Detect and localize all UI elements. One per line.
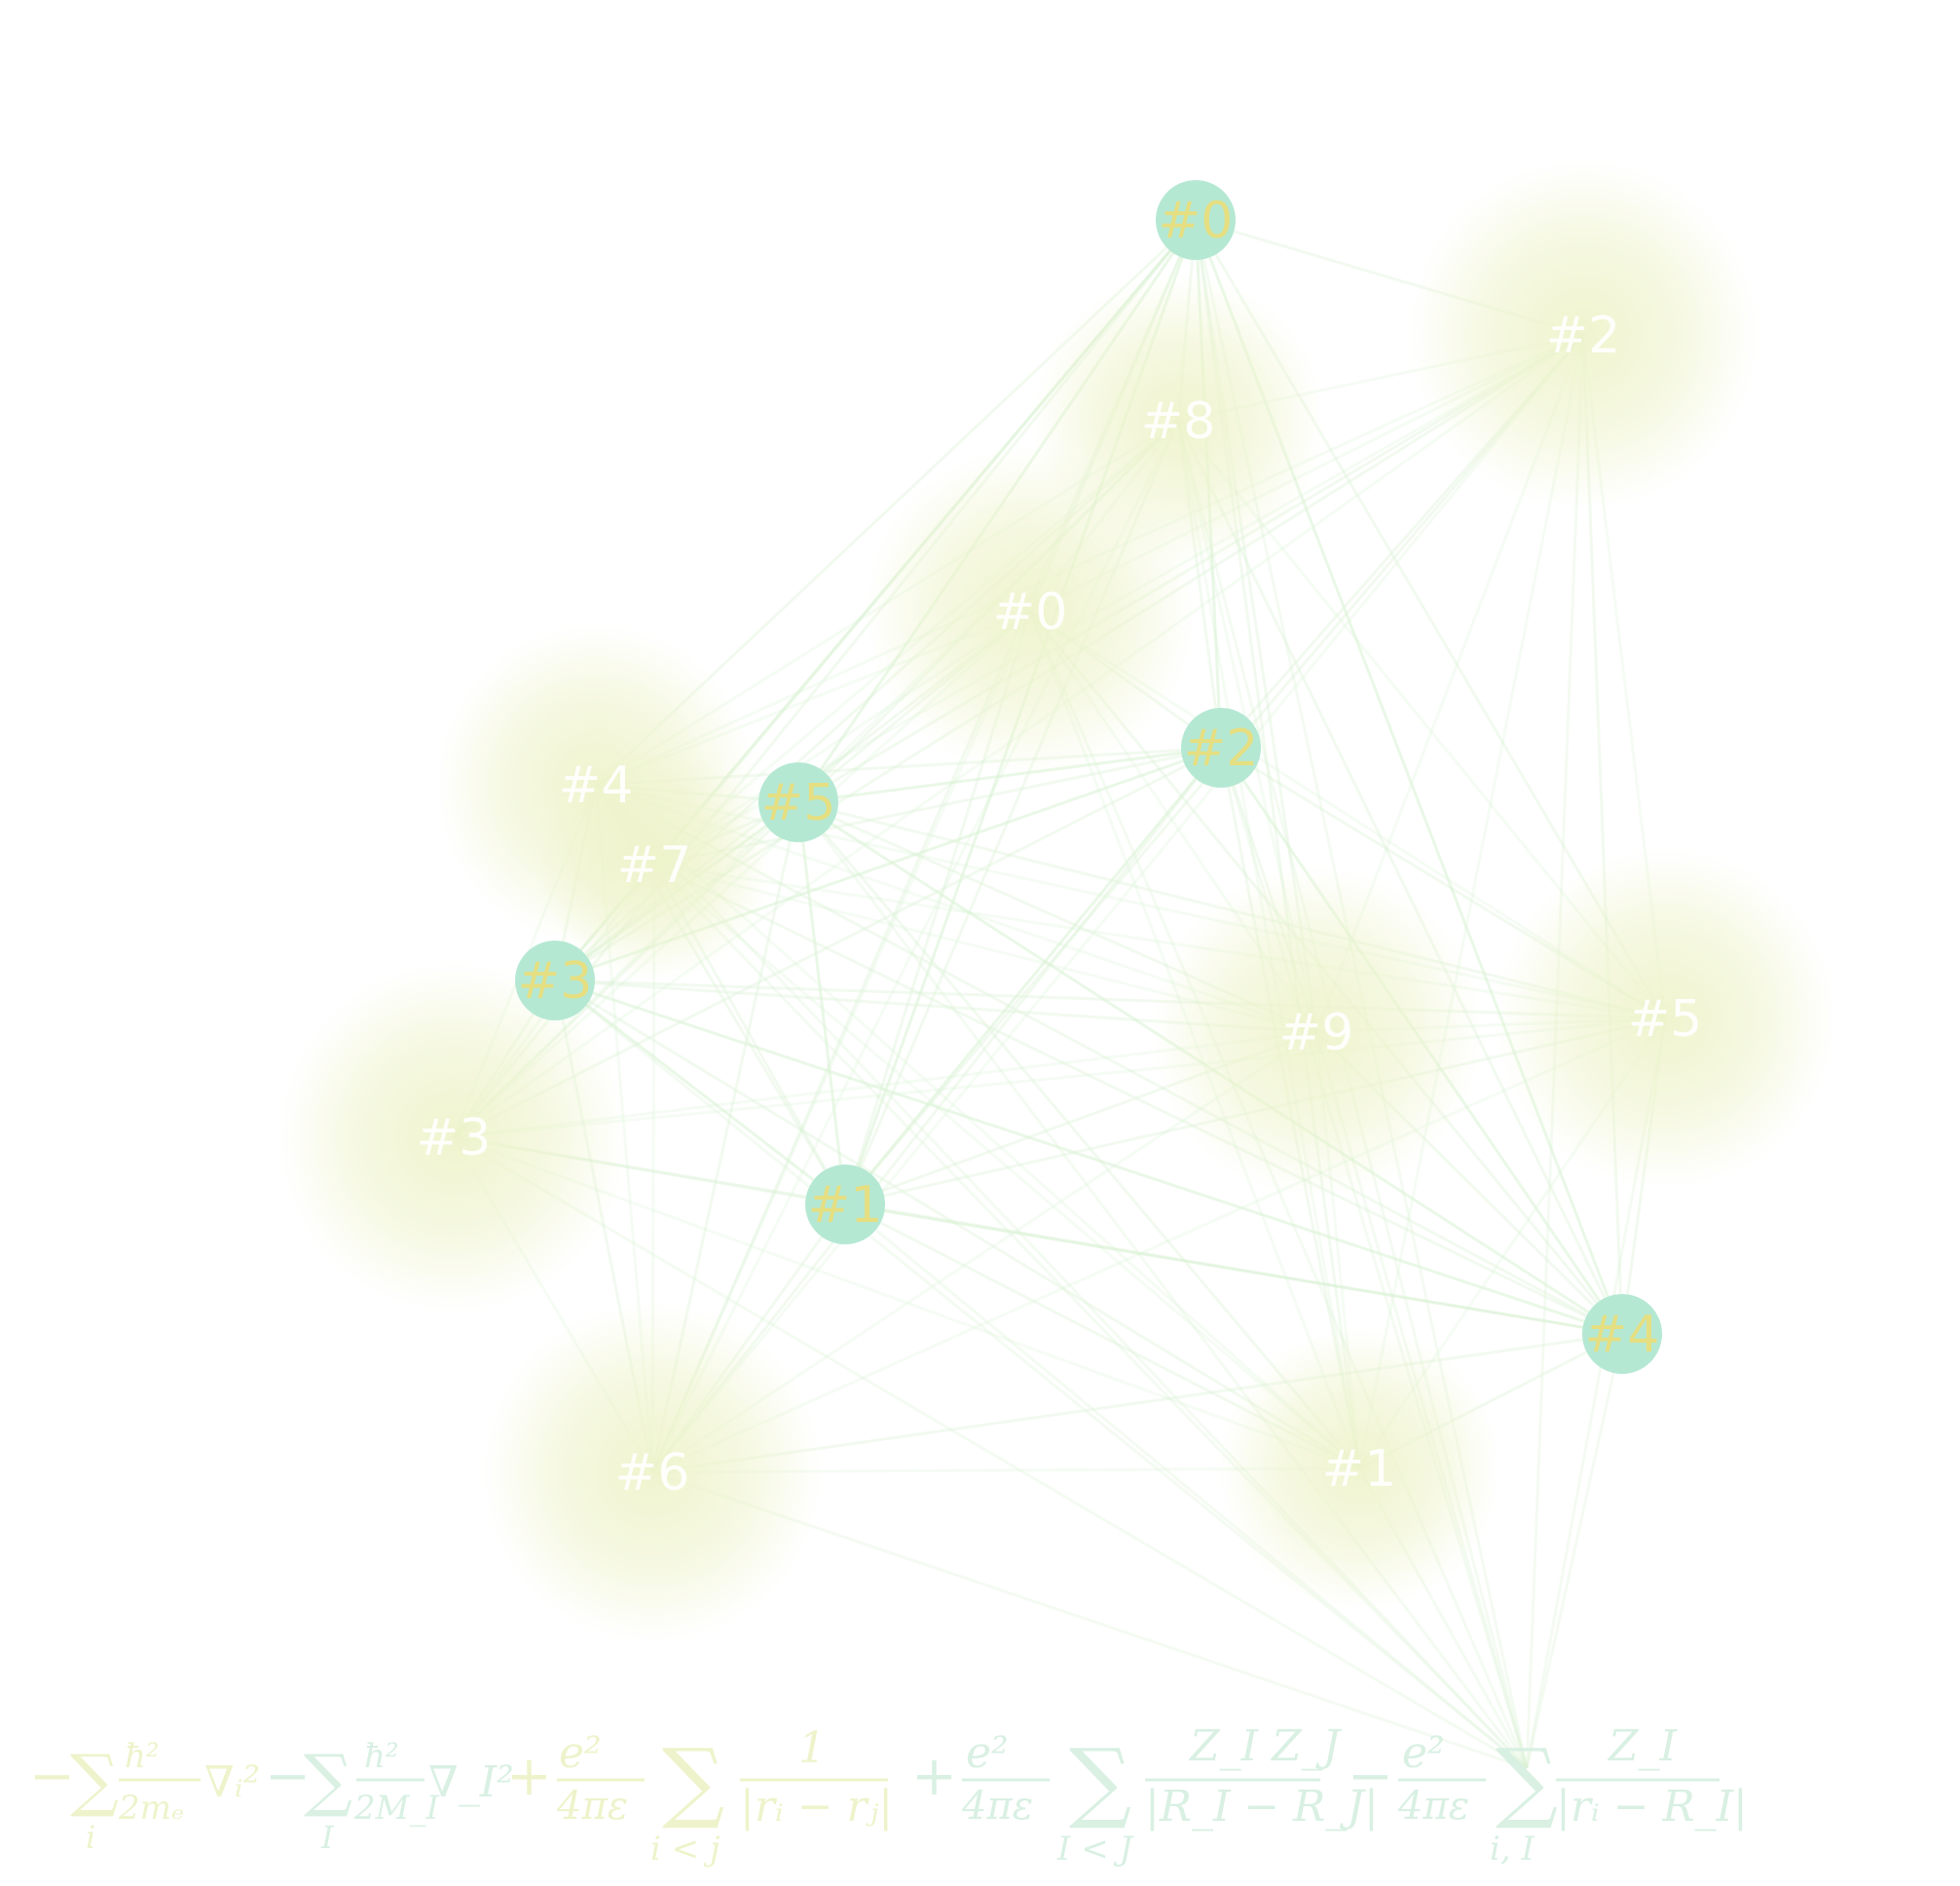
svg-text:−: − <box>1348 1745 1393 1808</box>
svg-text:4πε: 4πε <box>1397 1784 1469 1829</box>
svg-text:I < J: I < J <box>1056 1830 1135 1868</box>
svg-text:4πε: 4πε <box>961 1784 1033 1829</box>
kinetic-electron-term: − ∑ i ħ² 2mₑ ∇ᵢ² <box>29 1737 260 1856</box>
electron-label: #8 <box>1141 392 1216 451</box>
electron-nuclear-term: − e² 4πε ∑ i, I Z_I |rᵢ − R_I| <box>1348 1721 1748 1868</box>
kinetic-nuclear-term: − ∑ I ħ² 2M_I ∇_I² <box>265 1737 514 1856</box>
svg-text:−: − <box>265 1745 311 1808</box>
hub-edge <box>844 1202 1528 1770</box>
svg-text:e²: e² <box>1402 1728 1445 1778</box>
nucleus-label: #1 <box>808 1176 883 1235</box>
svg-text:|R_I − R_J|: |R_I − R_J| <box>1145 1782 1379 1831</box>
svg-text:I: I <box>320 1819 335 1856</box>
svg-text:Z_I: Z_I <box>1607 1721 1679 1771</box>
svg-text:2M_I: 2M_I <box>353 1789 439 1828</box>
nucleus-nucleus-edge <box>554 979 846 1206</box>
svg-text:∑: ∑ <box>1069 1730 1131 1832</box>
nucleus-electron-edge <box>796 801 1361 1469</box>
electron-labels: #2 #8 #0 #4 #7 #3 #9 #5 #6 #1 <box>417 307 1703 1502</box>
electron-label: #4 <box>559 757 634 815</box>
hub-edge <box>1525 1333 1624 1769</box>
svg-text:|rᵢ − R_I|: |rᵢ − R_I| <box>1556 1782 1748 1831</box>
svg-text:∑: ∑ <box>70 1740 119 1820</box>
nucleus-nucleus-edge <box>554 979 1623 1336</box>
svg-text:Z_I Z_J: Z_I Z_J <box>1188 1721 1343 1771</box>
svg-text:−: − <box>29 1745 75 1808</box>
electron-electron-edge <box>1357 334 1585 1469</box>
electron-label: #7 <box>617 836 692 895</box>
nucleus-node <box>1582 1294 1662 1374</box>
nucleus-electron-edge <box>1176 420 1624 1335</box>
hub-edge <box>652 863 1529 1770</box>
svg-text:4πε: 4πε <box>556 1784 628 1829</box>
nucleus-nucleus-edge <box>843 747 1223 1205</box>
electron-cloud <box>1495 848 1835 1189</box>
svg-text:e²: e² <box>559 1728 602 1778</box>
svg-text:+: + <box>506 1745 552 1808</box>
svg-text:e²: e² <box>966 1728 1009 1778</box>
svg-text:i < j: i < j <box>650 1830 721 1868</box>
nucleus-node <box>1181 708 1261 788</box>
electron-label: #1 <box>1322 1440 1397 1498</box>
electron-electron-edge <box>453 1017 1666 1139</box>
nuclear-nuclear-term: + e² 4πε ∑ I < J Z_I Z_J |R_I − R_J| <box>911 1721 1379 1868</box>
electron-label: #3 <box>417 1109 492 1167</box>
electron-cloud <box>865 446 1196 777</box>
electron-cloud <box>1151 867 1482 1198</box>
svg-text:∑: ∑ <box>304 1740 352 1820</box>
hamiltonian-formula: − ∑ i ħ² 2mₑ ∇ᵢ² − ∑ I ħ² 2M_I ∇_I² + e²… <box>29 1721 1748 1868</box>
electron-cloud <box>482 1302 823 1643</box>
electron-electron-edge <box>650 334 1585 1473</box>
svg-text:|rᵢ − rⱼ|: |rᵢ − rⱼ| <box>740 1782 893 1831</box>
svg-text:1: 1 <box>798 1723 826 1773</box>
nucleus-electron-edge <box>453 1135 1623 1336</box>
electron-clouds <box>278 160 1835 1643</box>
nucleus-label: #3 <box>518 952 593 1011</box>
svg-text:∇_I²: ∇_I² <box>428 1757 514 1807</box>
svg-text:∑: ∑ <box>662 1730 724 1832</box>
svg-text:i, I: i, I <box>1490 1830 1535 1868</box>
nucleus-nucleus-edge <box>796 801 847 1205</box>
svg-text:2mₑ: 2mₑ <box>118 1789 184 1828</box>
nucleus-nucleus-edge <box>844 1202 1623 1336</box>
svg-text:+: + <box>911 1745 957 1808</box>
nucleus-label: #5 <box>761 774 836 832</box>
hub-edge <box>554 979 1528 1770</box>
svg-text:ħ²: ħ² <box>364 1737 399 1776</box>
electron-cloud <box>278 962 629 1313</box>
hub-edge <box>796 801 1529 1769</box>
hub-edge <box>453 1135 1528 1770</box>
nucleus-node <box>515 941 595 1020</box>
electron-electron-term: + e² 4πε ∑ i < j 1 |rᵢ − rⱼ| <box>506 1723 893 1868</box>
nucleus-label: #0 <box>1159 192 1234 250</box>
nucleus-electron-edge <box>554 979 1360 1470</box>
svg-text:∇ᵢ²: ∇ᵢ² <box>204 1757 260 1807</box>
electron-label: #2 <box>1546 307 1621 365</box>
svg-text:∑: ∑ <box>1496 1730 1558 1832</box>
electron-electron-edge <box>653 863 1360 1470</box>
nucleus-node <box>758 762 838 842</box>
electron-label: #0 <box>993 583 1068 642</box>
electron-electron-edge <box>651 1017 1666 1474</box>
nucleus-node <box>805 1165 885 1244</box>
electron-label: #9 <box>1279 1004 1354 1062</box>
electron-cloud <box>1408 160 1758 510</box>
electron-label: #5 <box>1628 990 1703 1049</box>
svg-text:i: i <box>86 1819 95 1856</box>
electron-cloud <box>1218 1327 1500 1609</box>
electron-label: #6 <box>615 1444 690 1502</box>
nucleus-node <box>1156 180 1236 260</box>
electron-cloud <box>537 748 771 981</box>
nuclei: #0 #2 #5 #3 #1 #4 <box>515 180 1662 1374</box>
nucleus-electron-edge <box>653 863 1623 1336</box>
svg-text:ħ²: ħ² <box>125 1737 160 1776</box>
nucleus-label: #2 <box>1184 720 1259 778</box>
nucleus-label: #4 <box>1585 1306 1660 1364</box>
